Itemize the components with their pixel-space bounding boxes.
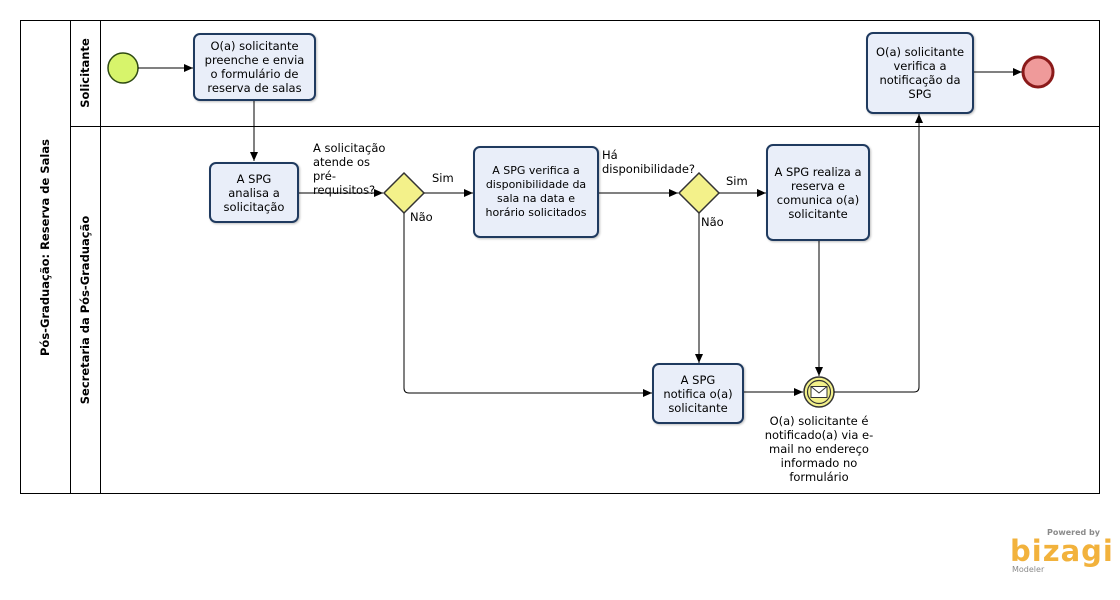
task-realiza-reserva[interactable]: A SPG realiza a reserva e comunica o(a) … [766,144,870,241]
envelope-icon [810,386,828,398]
task-verifica-disponibilidade[interactable]: A SPG verifica a disponibilidade da sala… [473,146,599,238]
bizagi-watermark: Powered by bizagi Modeler [1010,528,1114,574]
bizagi-logo: bizagi [1010,534,1114,568]
flow-message-to-verifica-notificacao [834,114,923,393]
message-event-label: O(a) solicitante é notificado(a) via e-m… [764,414,874,484]
flow-label-sim-2: Sim [726,174,748,188]
brand-sub: Modeler [1012,565,1045,574]
gateway-disponibilidade-label: Há disponibilidade? [602,148,696,176]
lane-title-solicitante: Solicitante [78,38,92,108]
pool-title: Pós-Graduação: Reserva de Salas [38,139,52,356]
gateway-requisitos-label: A solicitação atende os pré-requisitos? [313,141,386,197]
end-event[interactable] [1021,55,1055,89]
flow-gateway1-nao [403,213,652,397]
pool-border [20,20,1100,494]
flow-label-sim-1: Sim [432,171,454,185]
start-event[interactable] [107,52,139,84]
message-event[interactable] [803,376,835,408]
brand-powered: Powered by [1047,528,1100,537]
task-preenche-formulario[interactable]: O(a) solicitante preenche e envia o form… [193,33,316,101]
task-verifica-notificacao[interactable]: O(a) solicitante verifica a notificação … [866,32,974,114]
task-analisa-solicitacao[interactable]: A SPG analisa a solicitação [209,162,299,223]
flow-label-nao-1: Não [410,210,433,224]
flow-label-nao-2: Não [701,215,724,229]
task-notifica-solicitante[interactable]: A SPG notifica o(a) solicitante [652,363,744,424]
lane-title-secretaria: Secretaria da Pós-Graduação [78,215,92,405]
gateway-disponibilidade[interactable] [677,171,721,215]
sequence-flows [138,64,1022,397]
